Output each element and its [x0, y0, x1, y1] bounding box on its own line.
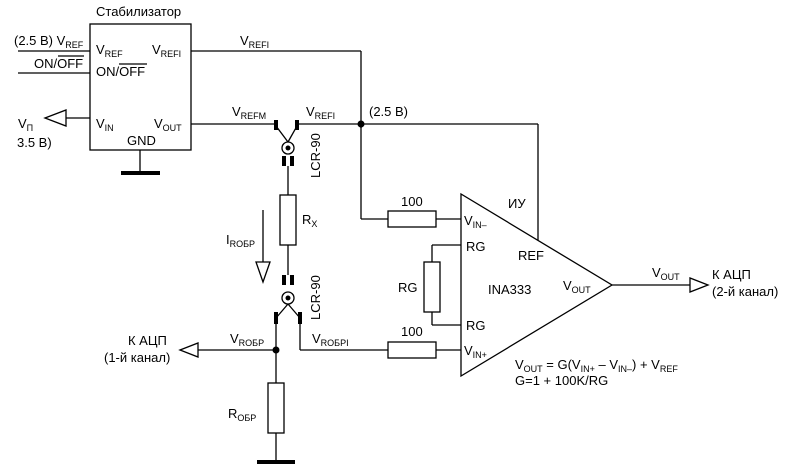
robr-label: RОБР [228, 406, 256, 423]
regulator-pin-vref: VREF [96, 42, 123, 59]
adc2-label-line1: К АЦП [712, 267, 751, 282]
vp-value: 3.5 В) [17, 135, 52, 150]
ina-model-label: INA333 [488, 282, 531, 297]
vrobri-label: VRОБРI [312, 331, 349, 348]
vrefi-mid-label: VREFI [306, 104, 335, 121]
ina333-triangle [460, 192, 614, 378]
formula-line2: G=1 + 100K/RG [515, 373, 608, 388]
formula-line1: VOUT = G(VIN+ – VIN–) + VREF [515, 357, 678, 374]
adc1-label-line1: К АЦП [128, 333, 167, 348]
current-arrow-head [255, 261, 271, 284]
vp-label: VП [18, 116, 33, 133]
ina-pin-vout: VOUT [563, 278, 591, 295]
regulator-pin-onoff: ON/OFF [96, 64, 145, 79]
vout-label: VOUT [652, 265, 680, 282]
resistor-robr [267, 382, 285, 434]
vrobr-label: VRОБР [230, 331, 264, 348]
current-label: IRОБР [226, 232, 255, 249]
regulator-pin-vin: VIN [96, 116, 114, 133]
resistor-rx [279, 194, 297, 246]
ina-pin-vin-minus: VIN– [464, 213, 487, 230]
adc2-label-line2: (2-й канал) [712, 284, 778, 299]
resistor-100-top [387, 210, 437, 228]
vref-input-label: (2.5 В) VREF [14, 33, 84, 50]
ina-pin-ref: REF [518, 248, 544, 263]
rg-resistor-label: RG [398, 280, 418, 295]
resistor-100-bottom [387, 341, 437, 359]
regulator-box [89, 23, 192, 151]
rx-label: RX [302, 212, 317, 229]
vrefi-top-label: VREFI [240, 33, 269, 50]
resistor-100-bottom-label: 100 [401, 324, 423, 339]
ina-type-label: ИУ [508, 196, 526, 211]
lcr-top-label: LCR-90 [308, 133, 323, 178]
node-voltage-label: (2.5 В) [369, 104, 408, 119]
adc2-arrow [689, 277, 710, 293]
vp-arrow [43, 109, 67, 127]
resistor-100-top-label: 100 [401, 194, 423, 209]
regulator-pin-vrefi: VREFI [152, 42, 181, 59]
adc1-arrow [178, 342, 199, 358]
ina-pin-vin-plus: VIN+ [464, 343, 487, 360]
lcr-connector-bottom [274, 275, 302, 324]
ina-pin-rg-bottom: RG [466, 318, 486, 333]
vrefm-label: VREFM [232, 104, 266, 121]
lcr-bottom-label: LCR-90 [308, 275, 323, 320]
lcr-connector-top [274, 120, 299, 166]
ina-pin-rg-top: RG [466, 239, 486, 254]
regulator-title: Стабилизатор [96, 4, 181, 19]
regulator-pin-vout: VOUT [154, 116, 182, 133]
onoff-input-label: ON/OFF [34, 56, 83, 71]
resistor-rg [423, 261, 441, 313]
adc1-label-line2: (1-й канал) [104, 350, 170, 365]
regulator-pin-gnd: GND [127, 133, 156, 148]
